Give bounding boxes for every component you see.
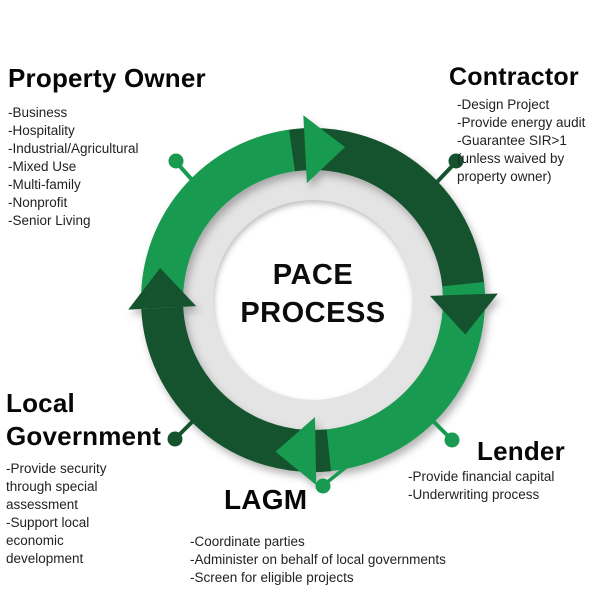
- lender-label: Lender -Provide financial capital -Under…: [408, 437, 565, 504]
- callout-dot: [448, 153, 464, 169]
- center-title: PACE PROCESS: [163, 256, 463, 332]
- cycle-ring: [128, 115, 498, 485]
- bullet-line: -Business: [8, 105, 68, 120]
- bullet-line: (unless waived by: [457, 151, 565, 166]
- arrow-left-icon: [128, 267, 197, 310]
- bullet-line: -Multi-family: [8, 177, 81, 192]
- contractor-label: Contractor -Design Project -Provide ener…: [449, 62, 585, 186]
- center-title-line2: PROCESS: [240, 297, 386, 329]
- lender-list: -Provide financial capital -Underwriting…: [408, 468, 565, 504]
- bullet-line: through special: [6, 479, 98, 494]
- callout-local-government: [167, 415, 199, 447]
- bullet-line: -Design Project: [457, 97, 550, 112]
- callout-line: [426, 414, 452, 440]
- property-owner-title: Property Owner: [8, 63, 206, 93]
- local-government-label: Local Government -Provide security throu…: [6, 387, 168, 568]
- center-title-line1: PACE: [272, 259, 354, 291]
- local-government-title: Local Government: [6, 388, 162, 451]
- arrow-right-icon: [429, 293, 498, 335]
- bullet-line: -Coordinate parties: [190, 534, 305, 549]
- bullet-line: assessment: [6, 497, 79, 512]
- bullet-line: -Provide security: [6, 461, 107, 476]
- callout-dot: [168, 153, 184, 169]
- bullet-line: -Provide energy audit: [457, 115, 586, 130]
- bullet-line: -Nonprofit: [8, 195, 68, 210]
- inner-gray-ring: [183, 170, 443, 430]
- callout-line: [323, 457, 358, 486]
- bullet-line: property owner): [457, 169, 552, 184]
- bullet-line: -Screen for eligible projects: [190, 570, 354, 585]
- contractor-title: Contractor: [449, 63, 579, 91]
- contractor-list: -Design Project -Provide energy audit -G…: [457, 96, 585, 186]
- callout-contractor: [435, 153, 464, 184]
- bullet-line: economic: [6, 533, 64, 548]
- bullet-line: -Senior Living: [8, 213, 91, 228]
- lagm-label: LAGM -Coordinate parties -Administer on …: [190, 484, 446, 587]
- property-owner-list: -Business -Hospitality -Industrial/Agric…: [8, 104, 206, 230]
- callouts: [167, 153, 464, 494]
- bullet-line: -Hospitality: [8, 123, 75, 138]
- local-government-list: -Provide security through special assess…: [6, 460, 168, 568]
- callout-lender: [426, 414, 460, 448]
- bullet-line: -Guarantee SIR>1: [457, 133, 567, 148]
- bullet-line: -Underwriting process: [408, 487, 540, 502]
- callout-line: [175, 415, 199, 439]
- lagm-title: LAGM: [224, 484, 308, 515]
- bullet-line: -Provide financial capital: [408, 469, 555, 484]
- center-circle: [212, 199, 414, 401]
- lender-title: Lender: [477, 436, 565, 466]
- bullet-line: -Mixed Use: [8, 159, 77, 174]
- bullet-line: -Industrial/Agricultural: [8, 141, 139, 156]
- bullet-line: -Administer on behalf of local governmen…: [190, 552, 446, 567]
- bullet-line: -Support local: [6, 515, 90, 530]
- callout-dot: [315, 478, 331, 494]
- arrow-top-icon: [303, 115, 346, 184]
- lagm-list: -Coordinate parties -Administer on behal…: [190, 533, 446, 587]
- callout-property-owner: [168, 153, 195, 183]
- callout-lagm: [315, 457, 358, 494]
- bullet-line: development: [6, 551, 84, 566]
- arc-top-left-bright: [141, 128, 312, 296]
- property-owner-label: Property Owner -Business -Hospitality -I…: [8, 63, 206, 230]
- callout-dot: [167, 431, 183, 447]
- callout-dot: [444, 432, 460, 448]
- arrow-bottom-icon: [275, 417, 317, 485]
